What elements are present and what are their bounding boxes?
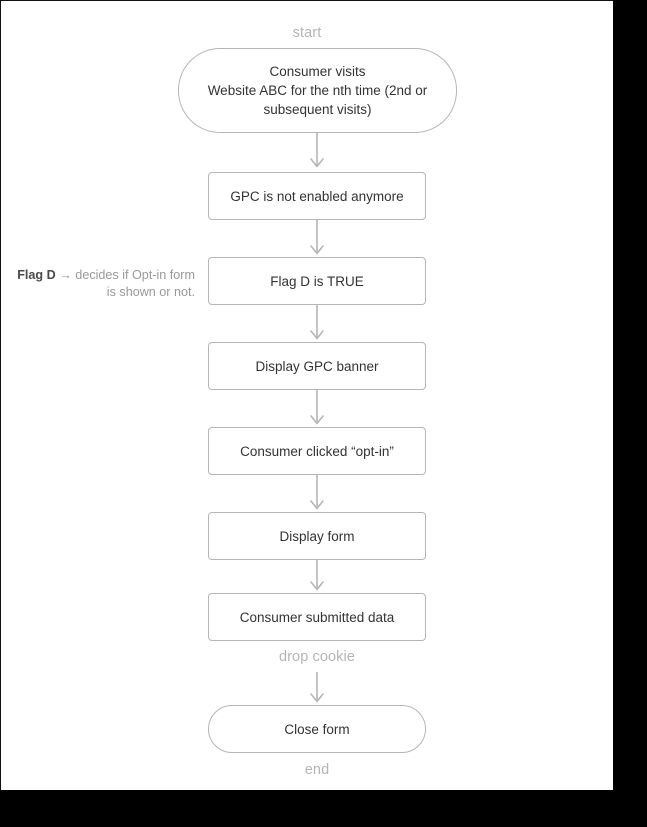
display-form-label: Display form xyxy=(279,528,355,544)
consumer-opt-in-label: Consumer clicked “opt-in” xyxy=(240,443,394,459)
connector-arrow-6 xyxy=(305,560,329,594)
start-node[interactable]: Consumer visits Website ABC for the nth … xyxy=(178,48,457,133)
consumer-submitted-label: Consumer submitted data xyxy=(239,609,395,625)
display-form-node[interactable]: Display form xyxy=(208,512,426,560)
start-node-line-2: Website ABC for the nth time (2nd or xyxy=(207,83,428,98)
display-gpc-banner-label: Display GPC banner xyxy=(255,358,379,374)
start-node-line-3: subsequent visits) xyxy=(263,102,372,117)
close-form-label: Close form xyxy=(284,721,350,737)
consumer-submitted-node[interactable]: Consumer submitted data xyxy=(208,593,426,641)
connector-arrow-4 xyxy=(305,390,329,428)
start-node-label: Consumer visits Website ABC for the nth … xyxy=(194,62,442,119)
end-label: end xyxy=(304,762,330,778)
connector-arrow-2 xyxy=(305,220,329,258)
flag-d-annotation: Flag D → decides if Opt-in form is shown… xyxy=(11,267,195,301)
connector-arrow-7 xyxy=(305,672,329,706)
drop-cookie-edge-label: drop cookie xyxy=(278,649,356,665)
connector-arrow-1 xyxy=(305,133,329,171)
gpc-not-enabled-node[interactable]: GPC is not enabled anymore xyxy=(208,172,426,220)
close-form-node[interactable]: Close form xyxy=(208,705,426,753)
flag-d-true-label: Flag D is TRUE xyxy=(270,273,364,289)
start-node-line-1: Consumer visits xyxy=(269,64,366,79)
flag-d-annotation-rest: → decides if Opt-in form is shown or not… xyxy=(55,268,195,299)
start-label: start xyxy=(292,25,322,41)
consumer-opt-in-node[interactable]: Consumer clicked “opt-in” xyxy=(208,427,426,475)
flag-d-true-node[interactable]: Flag D is TRUE xyxy=(208,257,426,305)
gpc-not-enabled-label: GPC is not enabled anymore xyxy=(230,188,404,204)
connector-arrow-5 xyxy=(305,475,329,513)
display-gpc-banner-node[interactable]: Display GPC banner xyxy=(208,342,426,390)
diagram-canvas: start Consumer visits Website ABC for th… xyxy=(0,0,613,790)
connector-arrow-3 xyxy=(305,305,329,343)
flag-d-annotation-strong: Flag D xyxy=(17,268,56,282)
